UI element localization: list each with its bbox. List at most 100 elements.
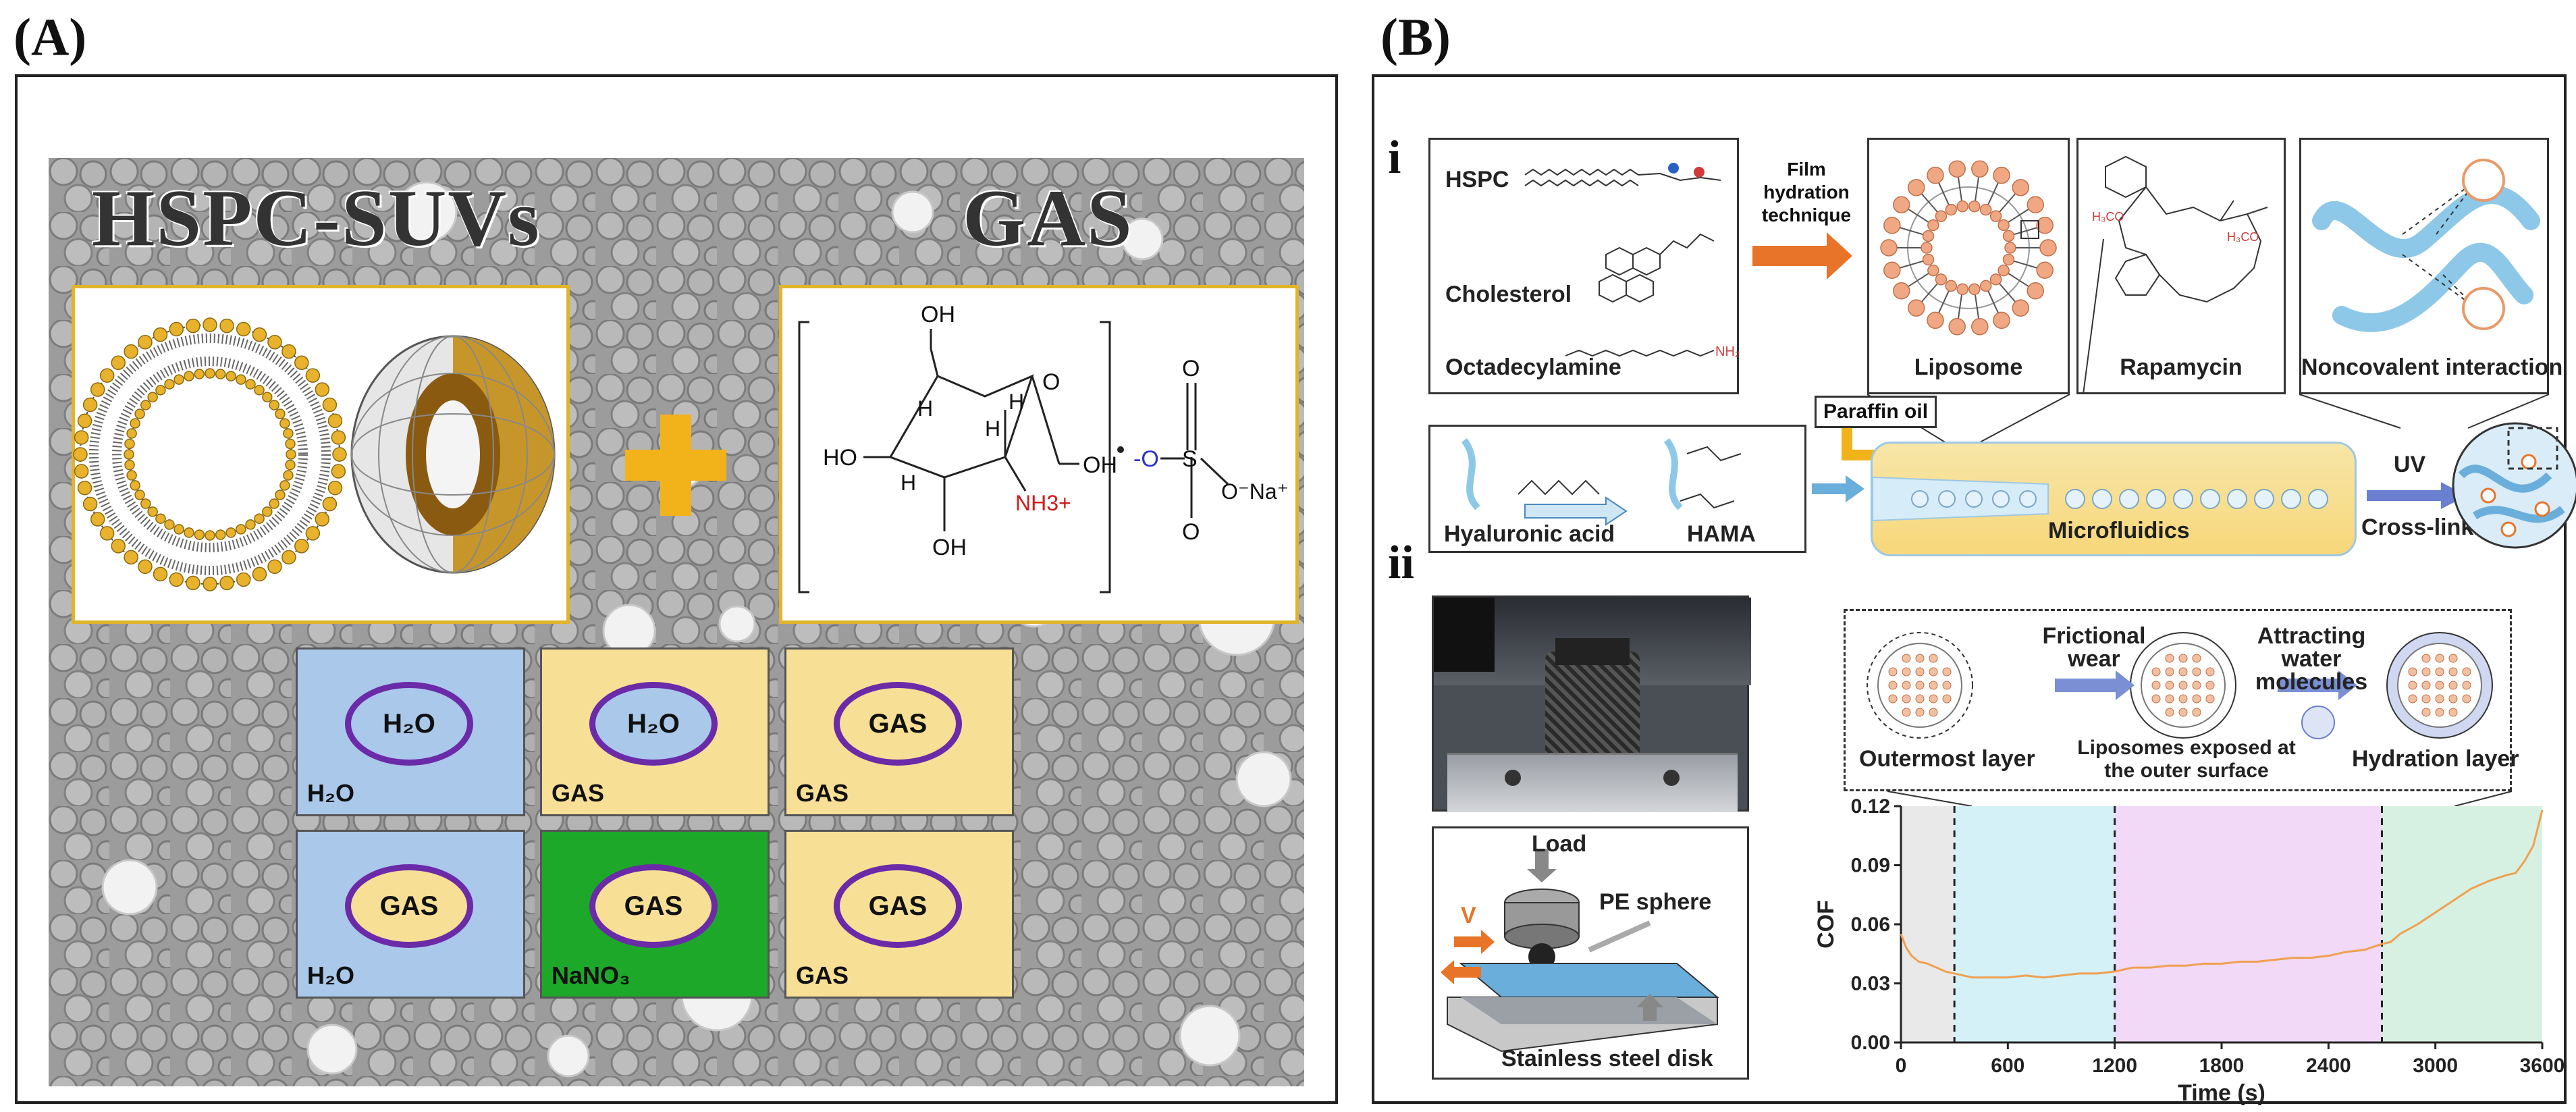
nh3-label: NH3+: [1015, 491, 1071, 515]
load-label: Load: [1532, 831, 1587, 857]
panel-a-letter: (A): [14, 7, 87, 66]
hspc-suvs-title: HSPC-SUVs: [92, 173, 541, 263]
chart-region: [2114, 806, 2382, 1042]
attracting-water-label: Attracting water molecules: [2255, 623, 2368, 695]
y-tick-label: 0.00: [1851, 1032, 1890, 1054]
svg-text:H₃CO: H₃CO: [2092, 210, 2124, 223]
condition-cell: H₂O GAS: [540, 647, 770, 816]
section-ii-label: ii: [1388, 537, 1414, 589]
vesicle-inner-label: GAS: [834, 682, 962, 766]
hama-synthesis: [1461, 438, 1742, 526]
outer-medium-label: GAS: [796, 961, 849, 989]
frictional-wear-label: Frictional wear: [2042, 623, 2146, 672]
condition-cell: GAS NaNO₃: [540, 830, 770, 999]
lipid-structures: NH₂: [1524, 163, 1740, 359]
hydration-layer-label: Hydration layer: [2352, 746, 2519, 772]
rapamycin-structure: H₃CO H₃CO: [2092, 155, 2268, 303]
outer-medium-label: NaNO₃: [552, 961, 630, 989]
h-right-label: H: [1009, 390, 1025, 414]
arrow-to-microfluidics: [1812, 475, 1864, 502]
ring-o-label: O: [1042, 369, 1061, 395]
condition-cell: H₂O H₂O: [296, 647, 525, 816]
oh-right-label: OH: [1083, 452, 1117, 478]
panel-a-frame: HSPC-SUVs GAS: [15, 74, 1338, 1104]
chart-zoom-lines: [1887, 791, 2513, 807]
mechanism-diagram: [1867, 632, 2493, 739]
v-label: V: [1461, 903, 1476, 928]
tribo-schematic-box: Load V PE sphere Stainless steel disk: [1432, 826, 1749, 1080]
gas-molecule-box: OH H H O HO H H NH3+ OH OH -O S O O O⁻Na…: [779, 285, 1299, 624]
vesicle-inner-label: H₂O: [589, 682, 718, 766]
outer-medium-label: GAS: [552, 779, 605, 807]
vesicle-inner-label: H₂O: [345, 682, 473, 766]
liposome-icon: [1880, 160, 2057, 336]
outer-medium-label: GAS: [796, 779, 849, 807]
vesicle-inner-label: GAS: [345, 864, 473, 948]
hama-label: HAMA: [1687, 521, 1756, 547]
vesicle-inner-label: GAS: [589, 864, 718, 948]
paraffin-oil-label: Paraffin oil: [1815, 396, 1937, 428]
liposome-box: Liposome: [1867, 138, 2070, 394]
outermost-layer-label: Outermost layer: [1859, 746, 2035, 772]
chart-region: [1954, 806, 2115, 1042]
panel-b-letter: (B): [1380, 7, 1451, 66]
x-tick-label: 600: [1991, 1055, 2024, 1077]
h-bottom-label: H: [985, 417, 1001, 441]
ho-left-label: HO: [823, 445, 857, 471]
x-axis-label: Time (s): [2178, 1080, 2265, 1106]
condition-grid: H₂O H₂O H₂O GAS GAS GAS GAS H₂O GAS NaNO₃ GAS GAS: [296, 647, 1014, 1005]
y-tick-label: 0.09: [1851, 855, 1890, 877]
microfluidics-channel: Microfluidics: [1871, 442, 2357, 556]
x-tick-label: 2400: [2306, 1055, 2351, 1077]
hspc-label: HSPC: [1445, 167, 1509, 192]
hyaluronic-acid-label: Hyaluronic acid: [1444, 521, 1615, 547]
chart-region: [1901, 806, 1955, 1042]
x-tick-label: 1800: [2199, 1055, 2245, 1077]
sulfate-o1-label: O: [1182, 356, 1200, 381]
sulfate-o-minus-label: -O: [1133, 446, 1159, 472]
condition-cell: GAS GAS: [784, 647, 1014, 816]
rapamycin-label: Rapamycin: [2120, 354, 2243, 380]
outer-medium-label: H₂O: [307, 779, 354, 807]
section-i-label: i: [1388, 132, 1401, 184]
oh-bottom-label: OH: [932, 535, 967, 560]
y-tick-label: 0.12: [1851, 795, 1890, 818]
x-tick-label: 0: [1896, 1055, 1907, 1077]
lipid-components-box: HSPC Cholesterol Octadecylamine NH₂: [1428, 138, 1740, 394]
uv-label: UV: [2394, 452, 2426, 477]
cholesterol-label: Cholesterol: [1445, 282, 1572, 307]
y-tick-label: 0.03: [1851, 973, 1890, 995]
condition-cell: GAS H₂O: [296, 830, 525, 999]
outer-medium-label: H₂O: [307, 961, 354, 989]
salt-dot: [1117, 446, 1124, 453]
svg-text:NH₂: NH₂: [1715, 344, 1740, 359]
sulfate-o2-label: O: [1182, 519, 1200, 545]
x-tick-label: 1200: [2092, 1055, 2137, 1077]
hyaluronic-acid-box: Hyaluronic acid HAMA: [1428, 425, 1806, 553]
uv-arrow: [2367, 482, 2467, 509]
cof-series-line: [1900, 810, 2544, 979]
vesicle-inner-label: GAS: [834, 864, 962, 948]
pe-sphere-label: PE sphere: [1599, 889, 1712, 915]
film-hydration-label: Film hydration technique: [1761, 159, 1852, 226]
y-axis-label: COF: [1813, 900, 1839, 949]
microfluidics-label: Microfluidics: [2048, 518, 2190, 544]
liposome-label: Liposome: [1914, 354, 2023, 380]
octadecylamine-label: Octadecylamine: [1445, 354, 1621, 380]
rapamycin-box: H₃CO H₃CO Rapamycin: [2076, 138, 2286, 394]
glucosamine-structure: [798, 321, 1229, 593]
y-tick-label: 0.06: [1851, 914, 1890, 936]
panel-b-frame: i ii HSPC Cholesterol Octadecylamine NH₂: [1372, 74, 2576, 1106]
plus-icon: [625, 415, 726, 516]
condition-cell: GAS GAS: [784, 830, 1014, 999]
liposome-illustration-box: [72, 285, 570, 624]
x-tick-label: 3600: [2520, 1055, 2565, 1077]
svg-text:H₃CO: H₃CO: [2227, 230, 2259, 244]
noncovalent-label: Noncovalent interaction: [2301, 354, 2563, 380]
oh-top-label: OH: [921, 302, 955, 327]
sulfate-s-label: S: [1182, 446, 1198, 472]
noncovalent-illustration: [2312, 159, 2540, 332]
hydrogel-microsphere: [2452, 422, 2576, 549]
stainless-steel-label: Stainless steel disk: [1501, 1046, 1713, 1071]
h-left-label: H: [917, 396, 934, 421]
